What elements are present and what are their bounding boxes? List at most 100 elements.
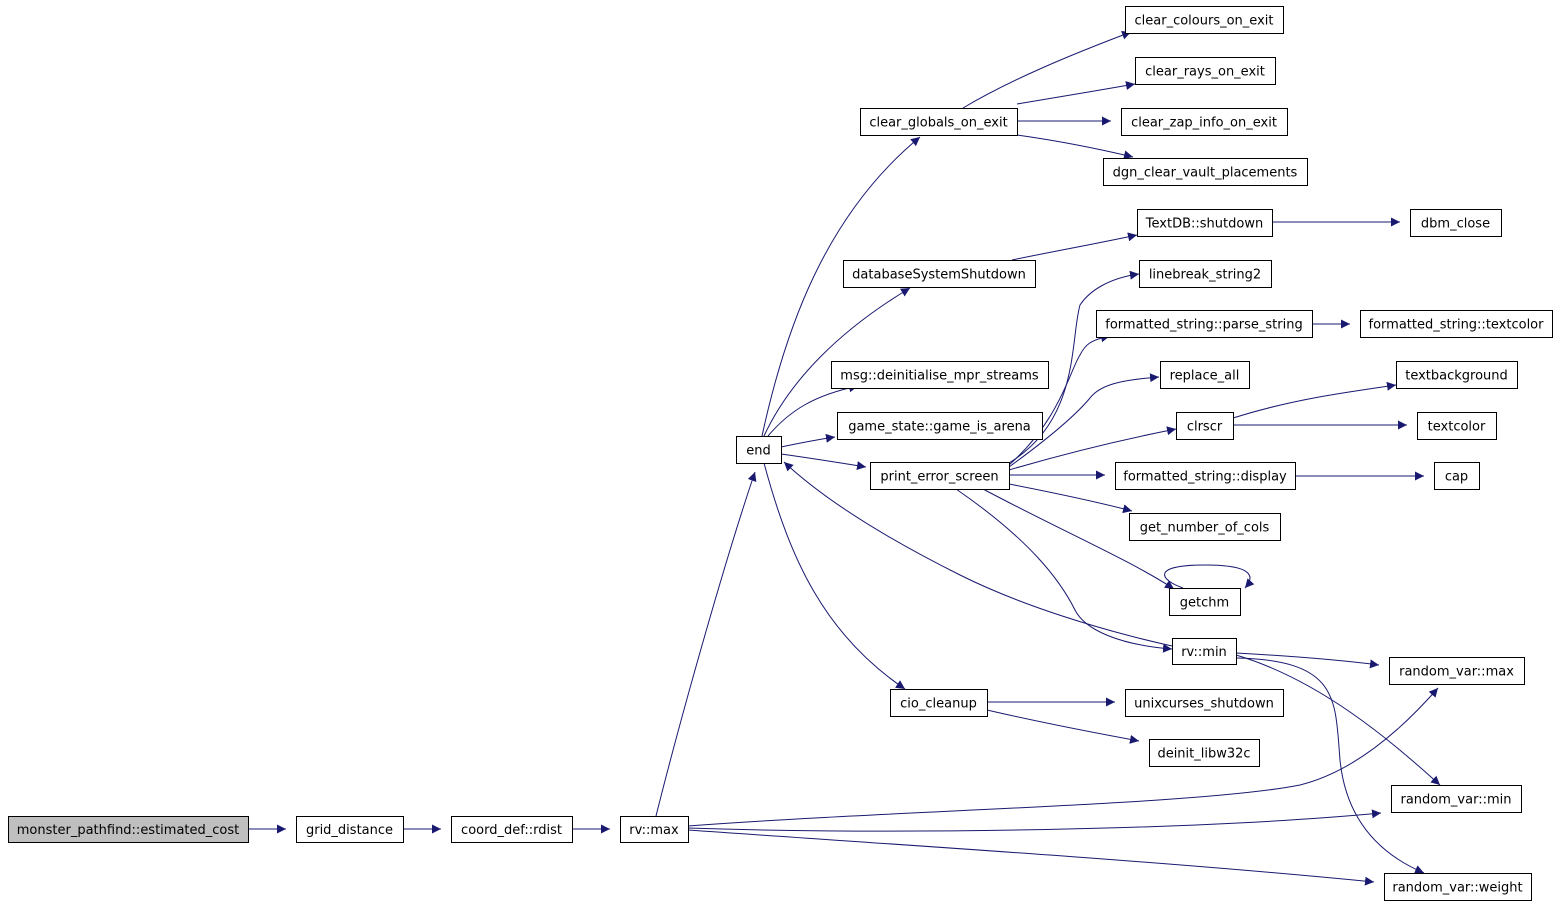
node-box [1384,873,1532,901]
edge-end-to-msg-deinit [767,383,859,437]
node-grid-distance[interactable]: grid_distance [296,816,404,843]
node-linebreak[interactable]: linebreak_string2 [1139,260,1272,288]
node-box [1121,108,1288,136]
node-box [1172,638,1237,665]
node-label: random_var::weight [1392,881,1522,896]
edge-end-to-game-arena [780,433,836,448]
node-box [1360,310,1553,338]
node-box [831,361,1049,389]
node-label: clear_zap_info_on_exit [1131,116,1277,131]
node-clear-colours[interactable]: clear_colours_on_exit [1125,6,1284,34]
edge-rv-max-to-rvar-max [687,687,1439,827]
node-textdb-shutdown[interactable]: TextDB::shutdown [1137,209,1273,237]
node-label: print_error_screen [880,470,998,485]
node-label: formatted_string::display [1123,470,1287,485]
node-textbackground[interactable]: textbackground [1396,361,1518,389]
node-box [860,108,1018,136]
node-box [890,689,988,717]
node-box [1391,785,1522,813]
node-box [1135,57,1276,85]
node-end[interactable]: end [736,436,782,464]
node-box [1115,462,1296,490]
node-label: formatted_string::textcolor [1369,318,1545,333]
node-fs-display[interactable]: formatted_string::display [1115,462,1296,490]
node-box [1434,462,1480,490]
node-dgn-clear[interactable]: dgn_clear_vault_placements [1103,158,1308,186]
node-box [1125,6,1284,34]
node-label: rv::min [1181,645,1227,660]
node-coord-rdist[interactable]: coord_def::rdist [451,816,573,843]
node-label: random_var::max [1399,665,1514,680]
node-box [1396,361,1518,389]
edge-end-to-db-shutdown [763,287,911,437]
node-box [620,816,689,843]
edge-rv-max-to-rvar-weight [687,829,1375,886]
node-cio-cleanup[interactable]: cio_cleanup [890,689,988,717]
node-box [1149,739,1260,767]
edge-cio-cleanup-to-deinit-libw32c [986,709,1140,744]
node-box [1410,209,1502,237]
node-unixcurses[interactable]: unixcurses_shutdown [1125,689,1284,717]
edge-clrscr-to-textbackground [1232,381,1397,419]
node-label: game_state::game_is_arena [848,420,1031,435]
node-box [1169,588,1241,616]
node-label: TextDB::shutdown [1145,217,1263,232]
node-monster-pathfind[interactable]: monster_pathfind::estimated_cost [8,816,249,843]
node-db-shutdown[interactable]: databaseSystemShutdown [843,260,1036,288]
node-box [1417,412,1497,440]
node-msg-deinit[interactable]: msg::deinitialise_mpr_streams [831,361,1049,389]
node-box [736,436,782,464]
edge-rv-max-to-end [655,471,757,817]
node-fs-textcolor[interactable]: formatted_string::textcolor [1360,310,1553,338]
node-box [1103,158,1308,186]
node-deinit-libw32c[interactable]: deinit_libw32c [1149,739,1260,767]
node-box [1129,513,1281,541]
edge-print-error-to-getchm [982,488,1175,590]
edge-print-error-to-clrscr [1008,426,1177,471]
node-clrscr[interactable]: clrscr [1176,412,1234,440]
edge-rv-max-to-rvar-min [687,809,1382,832]
node-label: databaseSystemShutdown [852,268,1026,283]
node-rv-min[interactable]: rv::min [1172,638,1237,665]
node-textcolor[interactable]: textcolor [1417,412,1497,440]
node-label: cap [1445,470,1468,485]
node-label: msg::deinitialise_mpr_streams [840,369,1039,384]
node-clear-zap[interactable]: clear_zap_info_on_exit [1121,108,1288,136]
node-game-arena[interactable]: game_state::game_is_arena [837,412,1043,440]
node-replace-all[interactable]: replace_all [1160,361,1250,389]
edge-print-error-to-fs-parse [1008,333,1111,466]
node-label: textcolor [1428,420,1486,435]
node-clear-rays[interactable]: clear_rays_on_exit [1135,57,1276,85]
nodes-layer: monster_pathfind::estimated_cost grid_dis… [8,6,1553,901]
edge-print-error-to-linebreak [1008,270,1140,464]
node-label: dbm_close [1421,217,1490,232]
edge-rv-min-to-end [783,461,1173,647]
node-rvar-min[interactable]: random_var::min [1391,785,1522,813]
node-box [1176,412,1234,440]
node-box [837,412,1043,440]
node-getchm[interactable]: getchm [1169,588,1241,616]
node-box [1160,361,1250,389]
node-rvar-max[interactable]: random_var::max [1389,657,1525,685]
edge-clear-globals-to-clear-rays [1016,81,1136,105]
node-get-cols[interactable]: get_number_of_cols [1129,513,1281,541]
node-rv-max[interactable]: rv::max [620,816,689,843]
node-fs-parse[interactable]: formatted_string::parse_string [1096,310,1313,338]
node-box [843,260,1036,288]
node-box [451,816,573,843]
node-label: dgn_clear_vault_placements [1113,166,1298,181]
node-cap[interactable]: cap [1434,462,1480,490]
edges-layer [248,30,1441,886]
edge-clear-globals-to-dgn-clear [1016,134,1134,160]
edge-print-error-to-rv-min [955,488,1173,653]
node-box [1139,260,1272,288]
node-dbm-close[interactable]: dbm_close [1410,209,1502,237]
edge-print-error-to-get-cols [1008,483,1133,514]
node-label: get_number_of_cols [1140,521,1270,536]
node-clear-globals[interactable]: clear_globals_on_exit [860,108,1018,136]
node-print-error[interactable]: print_error_screen [870,462,1010,490]
node-box [296,816,404,843]
node-label: clrscr [1187,420,1223,435]
node-rvar-weight[interactable]: random_var::weight [1384,873,1532,901]
